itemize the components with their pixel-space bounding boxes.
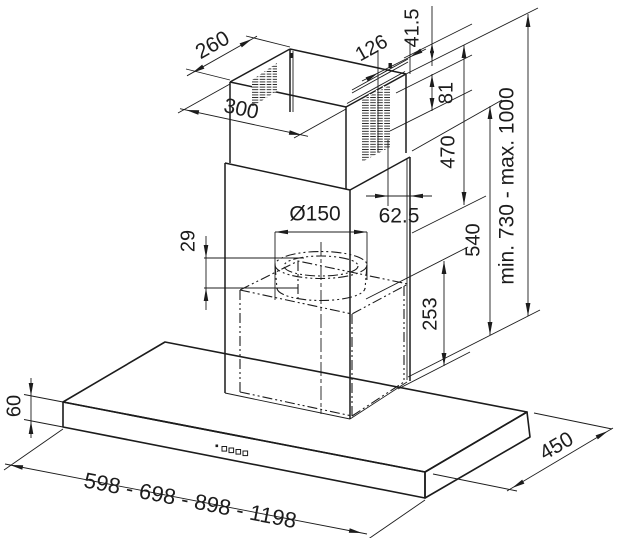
hood-button <box>228 447 235 454</box>
screw-left <box>289 53 293 58</box>
dimension-arrowheads <box>10 14 608 533</box>
screw-right <box>388 63 392 68</box>
dim-label-lower-flue-height: 540 <box>462 223 484 256</box>
control-buttons <box>215 444 249 457</box>
vent-grille-left <box>252 63 277 107</box>
dim-label-top-to-vent: 41.5 <box>401 9 423 48</box>
dim-label-collar-height: 29 <box>177 230 199 252</box>
vent-grille-right <box>362 85 390 162</box>
dim-label-canopy-height: 60 <box>3 395 25 417</box>
mounting-screws <box>289 53 392 68</box>
hood-button <box>221 446 228 452</box>
canopy <box>62 341 531 499</box>
dimension-lines <box>3 6 614 538</box>
dim-label-motor-box-height: 253 <box>419 297 441 330</box>
dim-label-vent-height: 81 <box>435 82 457 104</box>
hood-button <box>242 450 249 457</box>
dim-label-upper-flue-height: 470 <box>437 135 459 168</box>
indicator-dot <box>215 444 219 448</box>
dim-label-flue-height-range: min. 730 - max. 1000 <box>496 87 519 284</box>
dim-label-outlet-diameter: Ø150 <box>289 203 340 226</box>
dim-label-outlet-offset: 62.5 <box>379 205 420 228</box>
hood-button <box>235 449 242 455</box>
